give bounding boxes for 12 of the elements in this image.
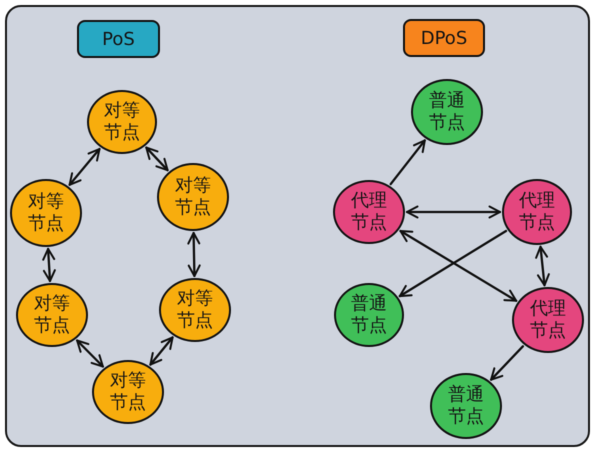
double-arrow <box>42 248 56 282</box>
double-arrow <box>145 146 169 172</box>
double-arrow <box>535 246 550 286</box>
arrow <box>490 345 524 381</box>
double-arrow <box>76 339 104 368</box>
double-arrow <box>406 206 502 218</box>
double-arrow <box>149 336 174 366</box>
double-arrow <box>187 232 201 278</box>
double-arrow <box>68 148 101 186</box>
label-box: PoS <box>77 20 160 58</box>
label-box: DPoS <box>403 19 485 57</box>
arrow <box>390 139 426 186</box>
